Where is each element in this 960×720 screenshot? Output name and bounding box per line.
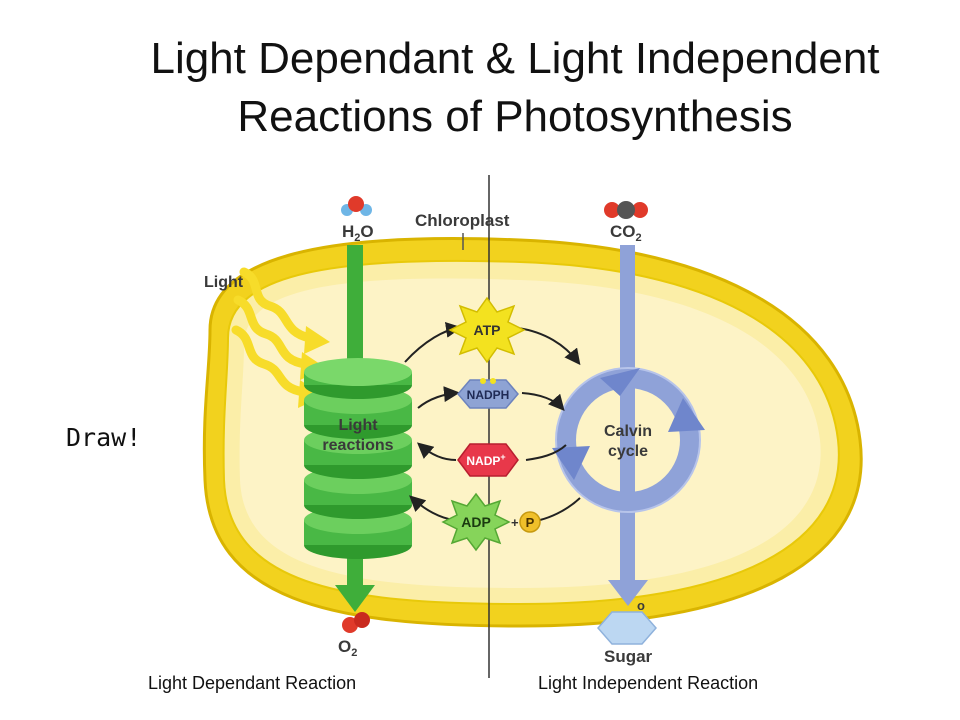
calvin-cycle-label-1: Calvin	[604, 423, 652, 440]
draw-note: Draw!	[66, 423, 142, 452]
chloroplast-label: Chloroplast	[415, 211, 510, 230]
calvin-cycle-label-2: cycle	[608, 443, 648, 460]
atp-badge	[448, 296, 526, 364]
light-reactions-label-1: Light	[338, 417, 378, 434]
nadph-badge	[457, 378, 519, 409]
o2-molecule-icon	[342, 612, 370, 633]
cycle-arrows	[404, 321, 581, 521]
title-line-2: Reactions of Photosynthesis	[237, 92, 793, 141]
light-label: Light	[204, 274, 244, 291]
co2-label: CO2	[610, 222, 642, 244]
nadp-plus-badge	[457, 443, 519, 477]
phosphate-label: P	[526, 515, 535, 530]
sugar-label: Sugar	[604, 647, 653, 666]
slide-title: Light Dependant & Light Independent Reac…	[80, 30, 950, 146]
adp-badge	[441, 492, 511, 552]
co2-molecule-icon	[604, 201, 648, 219]
light-reactions-label-2: reactions	[322, 437, 393, 454]
thylakoid-stack	[304, 358, 412, 559]
phosphate-icon	[519, 511, 541, 533]
adp-plus-sign: +	[511, 515, 519, 530]
calvin-cycle-ring	[552, 367, 705, 513]
adp-label: ADP	[461, 514, 491, 530]
atp-label: ATP	[474, 322, 501, 338]
nadph-label: NADPH	[467, 388, 510, 402]
caption-light-dependant: Light Dependant Reaction	[148, 673, 357, 693]
h2o-label: H2O	[342, 222, 374, 244]
sugar-o-label: o	[637, 598, 645, 613]
o2-label: O2	[338, 637, 357, 659]
h2o-molecule-icon	[341, 196, 372, 216]
title-line-1: Light Dependant & Light Independent	[150, 34, 880, 83]
chloroplast	[202, 237, 863, 628]
caption-light-independent: Light Independent Reaction	[538, 673, 759, 693]
sugar-icon	[597, 611, 657, 645]
nadp-plus-label: NADP+	[466, 452, 505, 468]
